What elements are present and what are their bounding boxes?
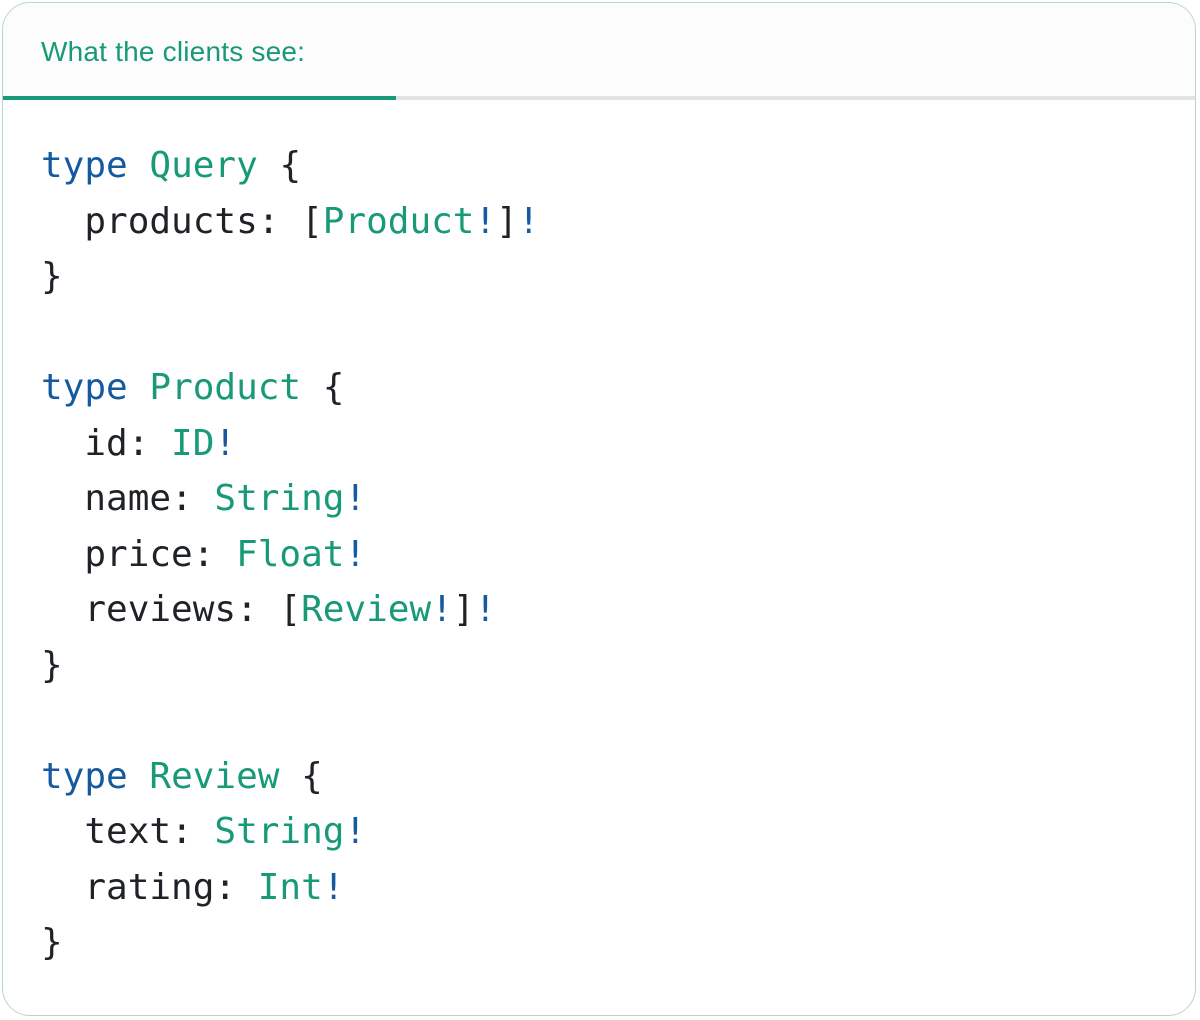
tab-divider (3, 96, 1195, 100)
code-token-pl: name: (41, 478, 215, 519)
code-token-kw: ! (214, 422, 237, 464)
code-token-pl (128, 756, 150, 797)
code-token-ty: Product (322, 200, 475, 242)
tab-what-clients-see[interactable]: What the clients see: (3, 3, 396, 96)
code-line (41, 305, 1155, 361)
code-token-kw: ! (322, 866, 345, 908)
code-token-kw: ! (344, 533, 367, 575)
code-line: rating: Int! (41, 860, 1155, 916)
code-line: reviews: [Review!]! (41, 582, 1155, 638)
code-line: id: ID! (41, 416, 1155, 472)
code-token-pl: ] (452, 589, 475, 630)
code-line: text: String! (41, 804, 1155, 860)
code-token-ty: Float (236, 533, 345, 575)
code-line: name: String! (41, 471, 1155, 527)
code-token-pl: products: [ (41, 200, 323, 242)
code-token-kw: ! (344, 478, 367, 519)
code-token-ty: String (214, 478, 345, 519)
code-line: type Review { (41, 749, 1155, 805)
tab-bar: What the clients see: (3, 3, 1195, 96)
code-line: price: Float! (41, 527, 1155, 583)
code-line: } (41, 249, 1155, 305)
code-line (41, 693, 1155, 749)
code-token-pl: reviews: [ (41, 589, 302, 630)
code-token-pl (128, 145, 150, 186)
code-token-kw: ! (431, 589, 453, 630)
code-line: products: [Product!]! (41, 194, 1155, 250)
code-token-pl: { (257, 145, 302, 186)
code-token-pl: text: (41, 811, 215, 852)
code-token-pl (128, 367, 150, 408)
code-line: } (41, 915, 1155, 971)
code-token-kw: ! (474, 200, 497, 242)
code-token-pl: { (301, 367, 345, 408)
code-line: type Product { (41, 360, 1155, 416)
code-token-pl: } (41, 256, 63, 297)
code-token-ty: Query (149, 145, 258, 186)
tab-label: What the clients see: (41, 36, 306, 67)
code-token-ty: String (214, 811, 345, 852)
code-token-pl: ] (496, 200, 518, 242)
code-token-pl: price: (41, 533, 237, 575)
code-token-pl: { (279, 755, 323, 797)
active-tab-indicator (3, 96, 396, 100)
code-token-pl: } (41, 644, 63, 686)
code-token-kw: type (41, 145, 128, 186)
code-token-ty: Review (149, 755, 280, 797)
code-token-kw: ! (344, 811, 367, 852)
code-token-pl: rating: (41, 866, 258, 908)
code-line: type Query { (41, 138, 1155, 194)
code-token-kw: ! (474, 589, 497, 630)
code-token-ty: Int (257, 866, 323, 908)
code-token-ty: ID (171, 422, 215, 464)
code-token-ty: Product (149, 367, 302, 408)
code-token-kw: type (41, 367, 128, 408)
code-token-kw: type (41, 755, 128, 797)
code-token-kw: ! (517, 200, 540, 242)
code-line: } (41, 638, 1155, 694)
code-token-pl: id: (41, 422, 172, 464)
code-token-pl: } (41, 922, 63, 963)
code-token-ty: Review (301, 589, 432, 630)
code-block: type Query { products: [Product!]!} type… (3, 100, 1195, 1011)
